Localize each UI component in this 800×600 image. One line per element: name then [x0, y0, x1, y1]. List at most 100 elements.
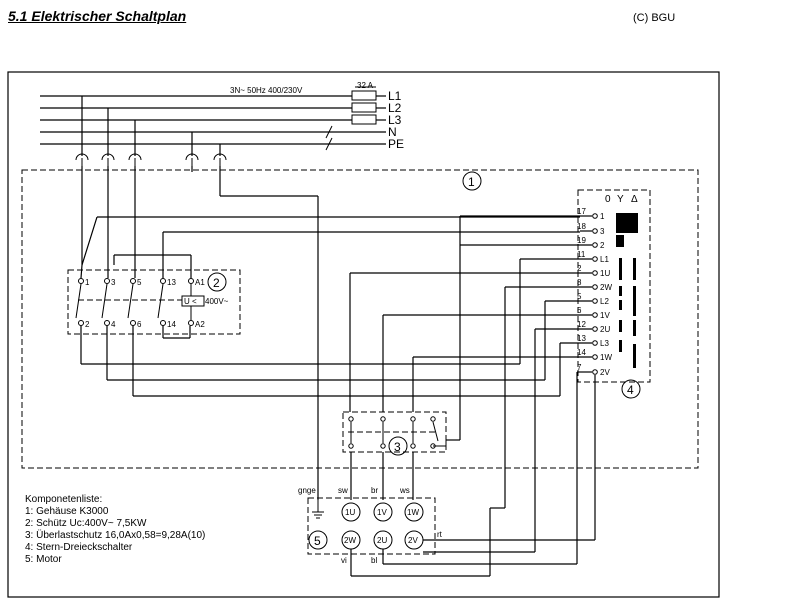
motor-box: [307, 497, 436, 555]
motor-terminal-1u: [341, 502, 361, 522]
switch-label-1w: 1W: [600, 353, 612, 362]
contactor-wiring: [80, 166, 580, 500]
contactor-top-1: 1: [85, 278, 90, 287]
contactor-coil-voltage: 400V~: [205, 297, 229, 306]
switch-pos-y: Y: [617, 194, 624, 205]
motor-label-br: br: [371, 486, 378, 495]
switch-label-l1: L1: [600, 255, 609, 264]
switch-wiring: [349, 215, 596, 564]
contactor-top-a1: A1: [195, 278, 205, 287]
line-label-n: N: [388, 125, 397, 139]
parts-list: Komponetenliste: 1: Gehäuse K3000 2: Sch…: [25, 494, 205, 565]
switch-cam-bars: [619, 258, 636, 368]
switch-num-11: 11: [577, 250, 586, 259]
contactor-top-13: 13: [167, 278, 176, 287]
housing-id-circle: [462, 171, 482, 191]
overload-id-circle: [388, 436, 408, 456]
housing-id: 1: [468, 175, 475, 189]
parts-list-item-5: 5: Motor: [25, 554, 62, 565]
contactor-id: 2: [213, 276, 220, 290]
switch-num-12: 12: [577, 320, 586, 329]
overload-contacts: [348, 416, 447, 449]
supply-bus: [40, 86, 386, 151]
switch-label-1u: 1U: [600, 269, 610, 278]
switch-pos-0: 0: [605, 194, 611, 205]
overload-box: [342, 411, 447, 453]
switch-label-3: 3: [600, 227, 605, 236]
motor-terminal-1w: [404, 502, 424, 522]
switch-num-6: 6: [577, 306, 582, 315]
fuse-l1: [351, 90, 377, 101]
motor-label-sw: sw: [338, 486, 348, 495]
motor-label-vi: vi: [341, 556, 347, 565]
switch-id: 4: [627, 383, 634, 397]
switch-num-2: 2: [577, 264, 582, 273]
contactor-top-3: 3: [111, 278, 116, 287]
motor-wiring: [350, 507, 595, 577]
switch-label-2: 2: [600, 241, 605, 250]
motor-text-2u: 2U: [377, 536, 387, 545]
line-label-l3: L3: [388, 113, 402, 127]
contactor-coil-label: U <: [184, 297, 197, 306]
motor-label-gnge: gnge: [298, 486, 316, 495]
switch-terminals: [592, 213, 598, 375]
contactor-bottom-6: 6: [137, 320, 142, 329]
motor-text-1v: 1V: [377, 508, 387, 517]
copyright-label: (C) BGU: [633, 12, 676, 24]
switch-id-circle: [621, 379, 641, 399]
supply-spec: 3N~ 50Hz 400/230V: [230, 86, 303, 95]
switch-num-14: 14: [577, 348, 586, 357]
diagram-frame: [7, 71, 720, 598]
contactor-bottom-14: 14: [167, 320, 176, 329]
earth-symbol: [312, 500, 324, 519]
switch-num-18: 18: [577, 222, 586, 231]
switch-num-7: 7: [577, 363, 582, 372]
switch-num-19: 19: [577, 236, 586, 245]
switch-num-5: 5: [577, 292, 582, 301]
contactor-coil: [181, 295, 205, 307]
switch-label-2w: 2W: [600, 283, 612, 292]
motor-label-ws: ws: [399, 486, 410, 495]
housing-box: [21, 169, 699, 469]
parts-list-item-4: 4: Stern-Dreieckschalter: [25, 542, 133, 553]
motor-text-2w: 2W: [344, 536, 356, 545]
contactor-bottom-a2: A2: [195, 320, 205, 329]
switch-label-1: 1: [600, 212, 605, 221]
parts-list-heading: Komponetenliste:: [25, 494, 102, 505]
page-title: 5.1 Elektrischer Schaltplan: [8, 8, 187, 24]
fuse-l2: [351, 102, 377, 113]
switch-pos-delta: Δ: [631, 194, 638, 205]
parts-list-item-2: 2: Schütz Uc:400V~ 7,5KW: [25, 518, 147, 529]
fuse-rating: 32 A: [357, 81, 374, 90]
switch-label-l2: L2: [600, 297, 609, 306]
switch-num-8: 8: [577, 278, 582, 287]
contactor-bottom-2: 2: [85, 320, 90, 329]
switch-num-17: 17: [577, 207, 586, 216]
motor-id-circle: [308, 530, 328, 550]
contactor-top-5: 5: [137, 278, 142, 287]
motor-text-1u: 1U: [345, 508, 355, 517]
switch-label-2u: 2U: [600, 325, 610, 334]
motor-terminal-1v: [373, 502, 393, 522]
contactor-contacts: [75, 278, 194, 326]
switch-label-l3: L3: [600, 339, 609, 348]
motor-label-rt: rt: [437, 530, 443, 539]
motor-label-bl: bl: [371, 556, 377, 565]
contactor-id-circle: [207, 272, 227, 292]
overload-id: 3: [394, 440, 401, 454]
switch-box: [577, 189, 651, 383]
motor-text-1w: 1W: [407, 508, 419, 517]
line-label-l2: L2: [388, 101, 402, 115]
overload-outputs: [350, 452, 414, 500]
line-label-l1: L1: [388, 89, 402, 103]
contactor-box: [67, 269, 241, 335]
contactor-bottom-4: 4: [111, 320, 116, 329]
switch-label-1v: 1V: [600, 311, 610, 320]
motor-id: 5: [314, 534, 321, 548]
line-label-pe: PE: [388, 137, 404, 151]
switch-cam-block: [616, 213, 638, 233]
connector-plugs: [75, 96, 227, 166]
parts-list-item-1: 1: Gehäuse K3000: [25, 506, 109, 517]
motor-text-2v: 2V: [408, 536, 418, 545]
